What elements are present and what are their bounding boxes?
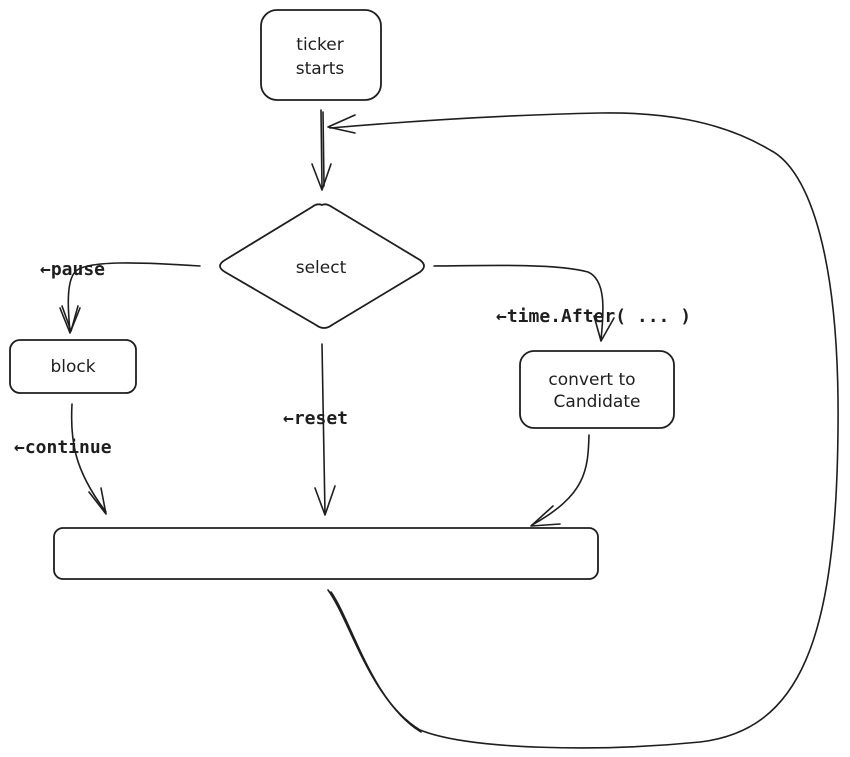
node-convert-to-candidate[interactable]: convert to Candidate: [519, 350, 675, 429]
edge-label-time-after: ←time.After( ... ): [496, 306, 691, 327]
edge-select-to-convert: ←time.After( ... ): [433, 264, 691, 342]
edge-line-double: [322, 111, 325, 187]
edge-line-double: [330, 591, 422, 733]
block-label: block: [50, 357, 95, 377]
ticker-starts-label-line2: starts: [296, 59, 345, 79]
edge-line: [320, 109, 323, 189]
edge-convert-to-merge: [530, 434, 590, 527]
node-merge-bar[interactable]: [53, 527, 599, 580]
edge-line: [70, 403, 107, 513]
arrowhead-icon: [311, 163, 332, 191]
arrowhead-icon: [314, 485, 336, 516]
convert-label-line1: convert to: [548, 370, 635, 390]
arrowhead-icon: [88, 487, 107, 515]
edge-merge-loop-back: [327, 112, 839, 749]
edge-line: [531, 434, 590, 526]
edge-ticker-to-select: [311, 109, 332, 191]
edge-line: [321, 343, 326, 515]
edge-line: [433, 264, 604, 341]
node-select[interactable]: select: [219, 203, 425, 329]
arrowhead-icon: [59, 307, 81, 334]
edge-label-reset: ←reset: [283, 408, 348, 429]
edge-select-to-merge: ←reset: [283, 343, 348, 516]
ticker-starts-box: [260, 9, 382, 101]
select-diamond: [219, 203, 425, 329]
convert-to-candidate-box: [519, 350, 675, 429]
edge-line: [327, 112, 839, 749]
merge-bar-box: [53, 527, 599, 580]
arrowhead-icon: [593, 315, 615, 342]
arrowhead-icon: [327, 114, 356, 134]
edge-block-to-merge: ←continue: [14, 403, 112, 515]
arrowhead-icon: [530, 505, 561, 527]
arrowhead-icon-double: [61, 305, 79, 332]
edge-label-pause: ←pause: [40, 259, 105, 280]
select-label: select: [296, 258, 347, 278]
block-box: [9, 339, 137, 394]
edge-select-to-block: ←pause: [40, 259, 201, 334]
node-ticker-starts[interactable]: ticker starts: [260, 9, 382, 101]
node-block[interactable]: block: [9, 339, 137, 394]
ticker-starts-label-line1: ticker: [296, 35, 343, 55]
edge-line: [67, 262, 201, 333]
convert-label-line2: Candidate: [554, 392, 641, 412]
edge-label-continue: ←continue: [14, 437, 112, 458]
